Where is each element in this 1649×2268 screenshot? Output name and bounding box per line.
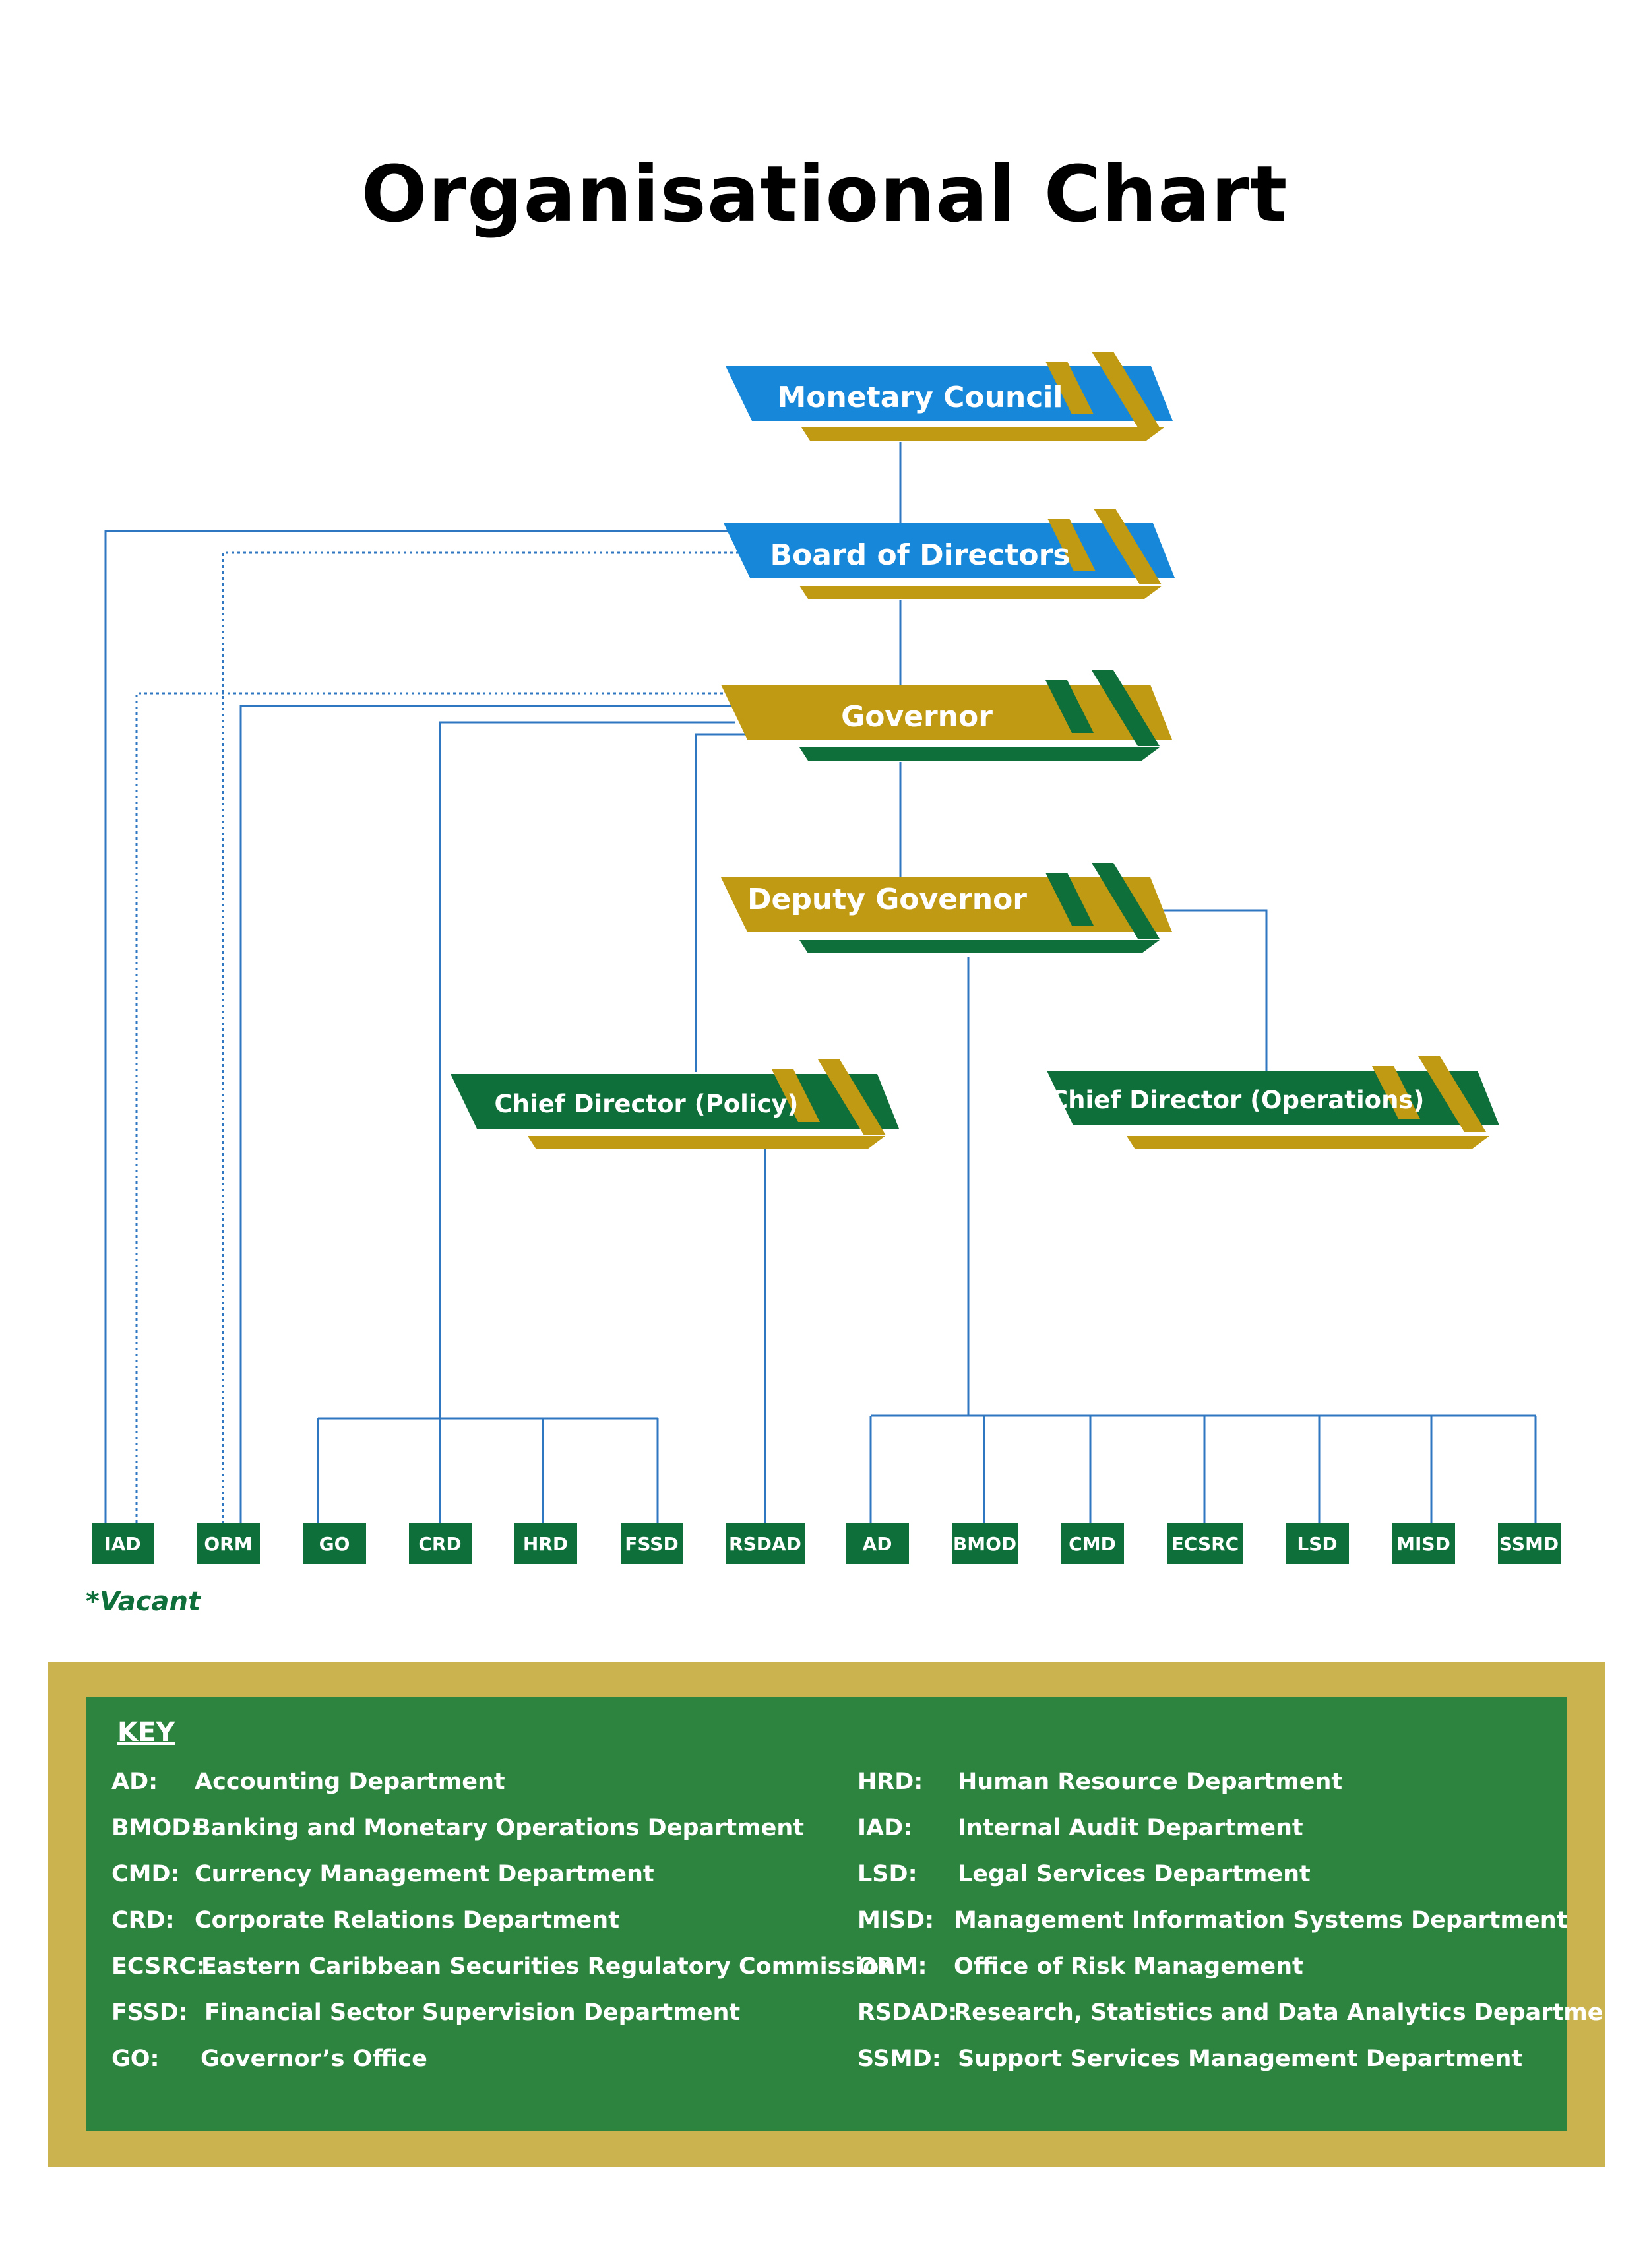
key-desc: Support Services Management Department <box>958 2046 1523 2072</box>
key-abbr: GO: <box>111 2046 160 2072</box>
key-row: FSSD: Financial Sector Supervision Depart… <box>111 2000 824 2046</box>
svg-text:SSMD: SSMD <box>1499 1533 1559 1555</box>
key-row: CMD: Currency Management Department <box>111 1861 824 1907</box>
line-governor-policy <box>695 733 749 1072</box>
key-desc: Banking and Monetary Operations Departme… <box>193 1815 804 1841</box>
key-row: RSDAD:Research, Statistics and Data Anal… <box>857 2000 1631 2046</box>
dept-iad: IAD <box>92 1523 154 1564</box>
key-desc: Currency Management Department <box>195 1861 654 1887</box>
key-column-right: HRD: Human Resource Department IAD: Intern… <box>857 1769 1631 2092</box>
dept-misd: MISD <box>1392 1523 1455 1564</box>
key-desc: Legal Services Department <box>958 1861 1311 1887</box>
svg-text:ORM: ORM <box>204 1533 252 1555</box>
key-abbr: ECSRC: <box>111 1953 206 1980</box>
dept-ecsrc: ECSRC <box>1167 1523 1243 1564</box>
line-governor-group <box>439 721 735 1418</box>
dept-orm: ORM <box>197 1523 260 1564</box>
key-row: SSMD: Support Services Management Departm… <box>857 2046 1557 2092</box>
governor-label: Governor <box>841 700 993 734</box>
dept-lsd: LSD <box>1286 1523 1349 1564</box>
key-desc: Accounting Department <box>195 1769 505 1795</box>
dept-crd: CRD <box>409 1523 472 1564</box>
key-desc: Internal Audit Department <box>958 1815 1303 1841</box>
dept-bmod: BMOD <box>952 1523 1018 1564</box>
key-abbr: FSSD: <box>111 2000 188 2026</box>
org-chart: Monetary Council Board of Directors Gove… <box>92 352 1561 1564</box>
svg-text:RSDAD: RSDAD <box>729 1533 801 1555</box>
key-row: ECSRC:Eastern Caribbean Securities Regul… <box>111 1953 895 2000</box>
key-abbr: RSDAD: <box>857 2000 958 2026</box>
line-board-orm-dotted <box>222 551 739 1523</box>
key-panel: KEY AD: Accounting Department BMOD:Bankin… <box>48 1662 1631 2167</box>
key-abbr: SSMD: <box>857 2046 941 2072</box>
monetary-council-label: Monetary Council <box>777 381 1063 414</box>
key-row: AD: Accounting Department <box>111 1769 824 1815</box>
department-boxes: IAD ORM GO CRD HRD FSSD RSDAD AD <box>92 1523 1561 1564</box>
dept-rsdad: RSDAD <box>726 1523 805 1564</box>
dept-hrd: HRD <box>514 1523 577 1564</box>
svg-text:IAD: IAD <box>104 1533 140 1555</box>
line-deputy-operations <box>1156 909 1268 1072</box>
key-title: KEY <box>117 1717 175 1748</box>
board-of-directors-box: Board of Directors <box>724 509 1175 599</box>
dept-ssmd: SSMD <box>1498 1523 1561 1564</box>
key-desc: Office of Risk Management <box>954 1953 1303 1980</box>
governor-box: Governor <box>721 670 1172 761</box>
key-row: LSD: Legal Services Department <box>857 1861 1557 1907</box>
key-row: CRD: Corporate Relations Department <box>111 1907 824 1953</box>
svg-text:GO: GO <box>319 1533 350 1555</box>
dept-go: GO <box>303 1523 366 1564</box>
vacant-note: *Vacant <box>86 1587 201 1617</box>
key-desc: Financial Sector Supervision Department <box>204 2000 741 2026</box>
monetary-council-box: Monetary Council <box>726 352 1173 441</box>
key-desc: Human Resource Department <box>958 1769 1343 1795</box>
key-abbr: MISD: <box>857 1907 935 1934</box>
chief-director-operations-label: *Chief Director (Operations) <box>1038 1086 1425 1114</box>
line-board-iad <box>104 530 732 1523</box>
key-row: ORM: Office of Risk Management <box>857 1953 1557 2000</box>
key-row: IAD: Internal Audit Department <box>857 1815 1557 1861</box>
key-abbr: IAD: <box>857 1815 913 1841</box>
key-abbr: BMOD: <box>111 1815 201 1841</box>
key-abbr: AD: <box>111 1769 158 1795</box>
chief-director-policy-box: Chief Director (Policy) <box>451 1059 899 1149</box>
deputy-governor-label: Deputy Governor <box>747 883 1027 916</box>
dept-fssd: FSSD <box>621 1523 683 1564</box>
key-desc: Management Information Systems Departmen… <box>954 1907 1568 1934</box>
key-column-left: AD: Accounting Department BMOD:Banking an… <box>111 1769 895 2092</box>
svg-text:FSSD: FSSD <box>625 1533 678 1555</box>
connector-lines <box>104 442 1537 1523</box>
svg-text:MISD: MISD <box>1396 1533 1450 1555</box>
key-row: HRD: Human Resource Department <box>857 1769 1557 1815</box>
key-abbr: CRD: <box>111 1907 175 1934</box>
svg-text:ECSRC: ECSRC <box>1171 1533 1239 1555</box>
key-desc: Governor’s Office <box>201 2046 427 2072</box>
svg-text:HRD: HRD <box>523 1533 568 1555</box>
line-governor-iad-dotted <box>135 692 729 1523</box>
chief-director-operations-box: *Chief Director (Operations) <box>1038 1056 1499 1149</box>
key-abbr: ORM: <box>857 1953 927 1980</box>
svg-text:CMD: CMD <box>1069 1533 1116 1555</box>
key-row: MISD: Management Information Systems Depa… <box>857 1907 1567 1953</box>
svg-text:AD: AD <box>863 1533 892 1555</box>
key-abbr: HRD: <box>857 1769 923 1795</box>
key-abbr: CMD: <box>111 1861 180 1887</box>
chief-director-policy-label: Chief Director (Policy) <box>495 1090 799 1118</box>
board-of-directors-label: Board of Directors <box>770 538 1070 572</box>
dept-ad: AD <box>846 1523 909 1564</box>
dept-cmd: CMD <box>1061 1523 1124 1564</box>
key-row: BMOD:Banking and Monetary Operations Dep… <box>111 1815 824 1861</box>
key-desc: Eastern Caribbean Securities Regulatory … <box>201 1953 896 1980</box>
line-governor-orm <box>239 705 732 1523</box>
key-abbr: LSD: <box>857 1861 918 1887</box>
page-title: Organisational Chart <box>361 148 1288 239</box>
svg-text:LSD: LSD <box>1297 1533 1337 1555</box>
key-row: GO: Governor’s Office <box>111 2046 824 2092</box>
key-desc: Corporate Relations Department <box>195 1907 619 1934</box>
key-desc: Research, Statistics and Data Analytics … <box>954 2000 1631 2026</box>
svg-text:CRD: CRD <box>418 1533 461 1555</box>
key-panel-inner: KEY AD: Accounting Department BMOD:Bankin… <box>86 1697 1631 2131</box>
svg-text:BMOD: BMOD <box>953 1533 1016 1555</box>
deputy-governor-box: Deputy Governor <box>721 863 1172 953</box>
